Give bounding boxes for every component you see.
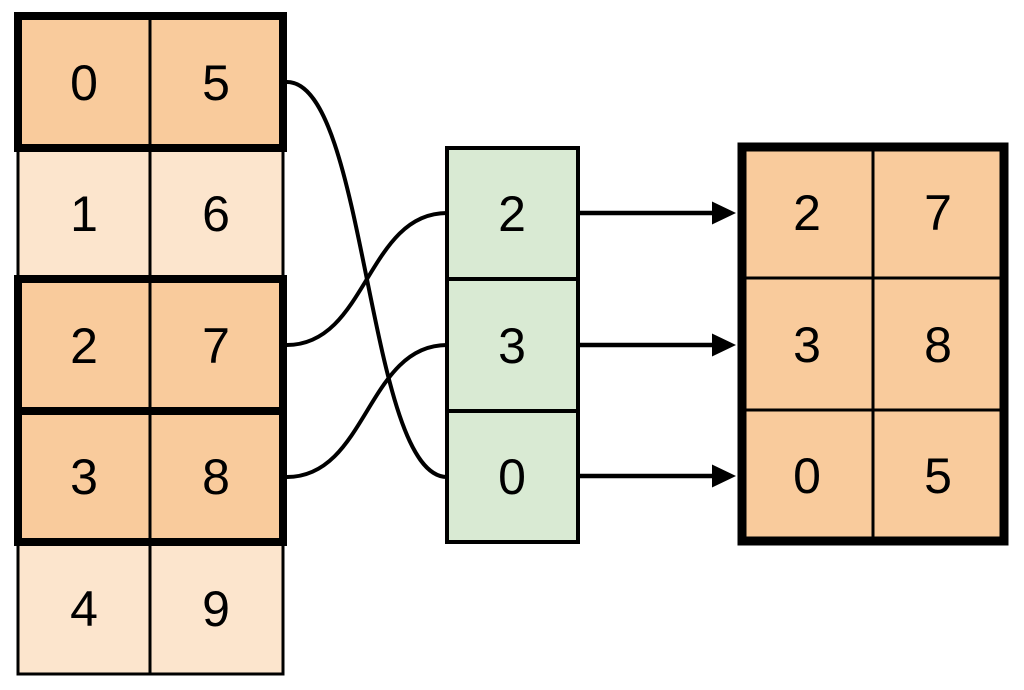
result-arrow-1 bbox=[580, 333, 736, 357]
index-cell bbox=[445, 409, 580, 544]
result-arrow-2 bbox=[580, 464, 736, 488]
result-cell-value: 5 bbox=[924, 448, 952, 504]
arrowhead-icon bbox=[712, 464, 736, 488]
source-cell-value: 2 bbox=[70, 318, 98, 374]
link-source-row3-to-index-3 bbox=[286, 343, 448, 479]
source-cell bbox=[16, 146, 152, 281]
result-row-1: 3 8 bbox=[740, 276, 1006, 412]
source-cell-value: 7 bbox=[202, 318, 230, 374]
source-cell-value: 1 bbox=[70, 186, 98, 242]
index-value: 0 bbox=[498, 449, 526, 505]
source-cell bbox=[148, 277, 285, 413]
source-row-0: 0 5 bbox=[14, 12, 287, 152]
result-cell-value: 2 bbox=[793, 185, 821, 241]
source-cell-value: 8 bbox=[202, 449, 230, 505]
result-row-0: 2 7 bbox=[740, 145, 1006, 280]
result-table-border bbox=[737, 142, 1009, 546]
source-cell-value: 5 bbox=[202, 55, 230, 111]
result-cell-value: 8 bbox=[924, 317, 952, 373]
source-to-index-links bbox=[286, 80, 448, 479]
result-table: 2 7 3 8 0 5 bbox=[737, 142, 1009, 546]
index-value: 2 bbox=[498, 186, 526, 242]
index-to-result-arrows bbox=[580, 201, 736, 488]
result-cell-value: 0 bbox=[793, 448, 821, 504]
index-cell bbox=[445, 277, 580, 413]
arrowhead-icon bbox=[712, 333, 736, 357]
source-row-3: 3 8 bbox=[14, 407, 287, 546]
source-row-2: 2 7 bbox=[14, 275, 287, 415]
result-arrow-0 bbox=[580, 201, 736, 225]
result-cell bbox=[871, 276, 1006, 412]
highlight-row-border bbox=[14, 12, 287, 152]
result-cell bbox=[740, 408, 875, 543]
index-column: 2 3 0 bbox=[445, 146, 580, 544]
arrowhead-icon bbox=[712, 201, 736, 225]
source-cell bbox=[148, 14, 285, 150]
link-source-row2-to-index-2 bbox=[286, 211, 448, 347]
index-value: 3 bbox=[498, 318, 526, 374]
highlight-row-border bbox=[14, 407, 287, 546]
result-cell-value: 7 bbox=[924, 185, 952, 241]
source-cell-value: 4 bbox=[70, 581, 98, 637]
source-cell-value: 9 bbox=[202, 581, 230, 637]
source-cell-value: 0 bbox=[70, 55, 98, 111]
result-row-2: 0 5 bbox=[740, 408, 1006, 543]
source-cell-value: 6 bbox=[202, 186, 230, 242]
source-cell-value: 3 bbox=[70, 449, 98, 505]
result-cell bbox=[871, 408, 1006, 543]
result-cell-value: 3 bbox=[793, 317, 821, 373]
source-row-4: 4 9 bbox=[16, 540, 285, 676]
result-cell bbox=[740, 276, 875, 412]
source-row-1: 1 6 bbox=[16, 146, 285, 281]
index-cell bbox=[445, 146, 580, 281]
source-cell bbox=[148, 146, 285, 281]
source-table: 1 6 4 9 0 5 2 7 bbox=[14, 12, 287, 676]
source-cell bbox=[148, 540, 285, 676]
